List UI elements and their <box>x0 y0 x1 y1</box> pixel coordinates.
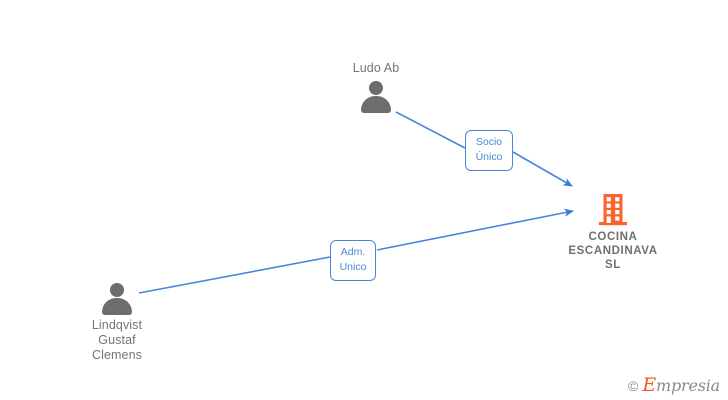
node-label-lindqvist-gustaf-clemens: Lindqvist Gustaf Clemens <box>91 318 143 362</box>
edge-label-adm-unico[interactable]: Adm. Unico <box>330 240 376 281</box>
node-person-ludo-ab[interactable]: Ludo Ab <box>306 58 446 113</box>
person-icon-head <box>110 283 124 297</box>
node-label-ludo-ab: Ludo Ab <box>352 61 400 75</box>
copyright-icon: © <box>628 377 639 394</box>
brand-initial: E <box>642 374 656 396</box>
person-icon-body <box>361 96 391 113</box>
person-icon <box>359 81 393 113</box>
person-icon <box>100 283 134 315</box>
brand-rest: mpresia <box>656 376 720 395</box>
building-icon <box>599 194 627 226</box>
brand-name: Empresia <box>642 374 720 396</box>
edge-adm-unico-line <box>138 256 331 294</box>
node-person-lindqvist-gustaf-clemens[interactable]: Lindqvist Gustaf Clemens <box>47 283 187 363</box>
edge-adm-unico-arrow <box>376 208 574 251</box>
edge-socio-unico-line <box>395 111 466 149</box>
person-icon-body <box>102 298 132 315</box>
empresia-watermark: © Empresia <box>628 374 720 396</box>
person-icon-head <box>369 81 383 95</box>
node-label-cocina-escandinava-sl: COCINA ESCANDINAVA SL <box>568 231 658 271</box>
node-company-cocina-escandinava-sl[interactable]: COCINA ESCANDINAVA SL <box>543 192 683 272</box>
edge-label-socio-unico[interactable]: Socio Único <box>465 130 513 171</box>
edge-socio-unico-arrow <box>512 151 573 187</box>
